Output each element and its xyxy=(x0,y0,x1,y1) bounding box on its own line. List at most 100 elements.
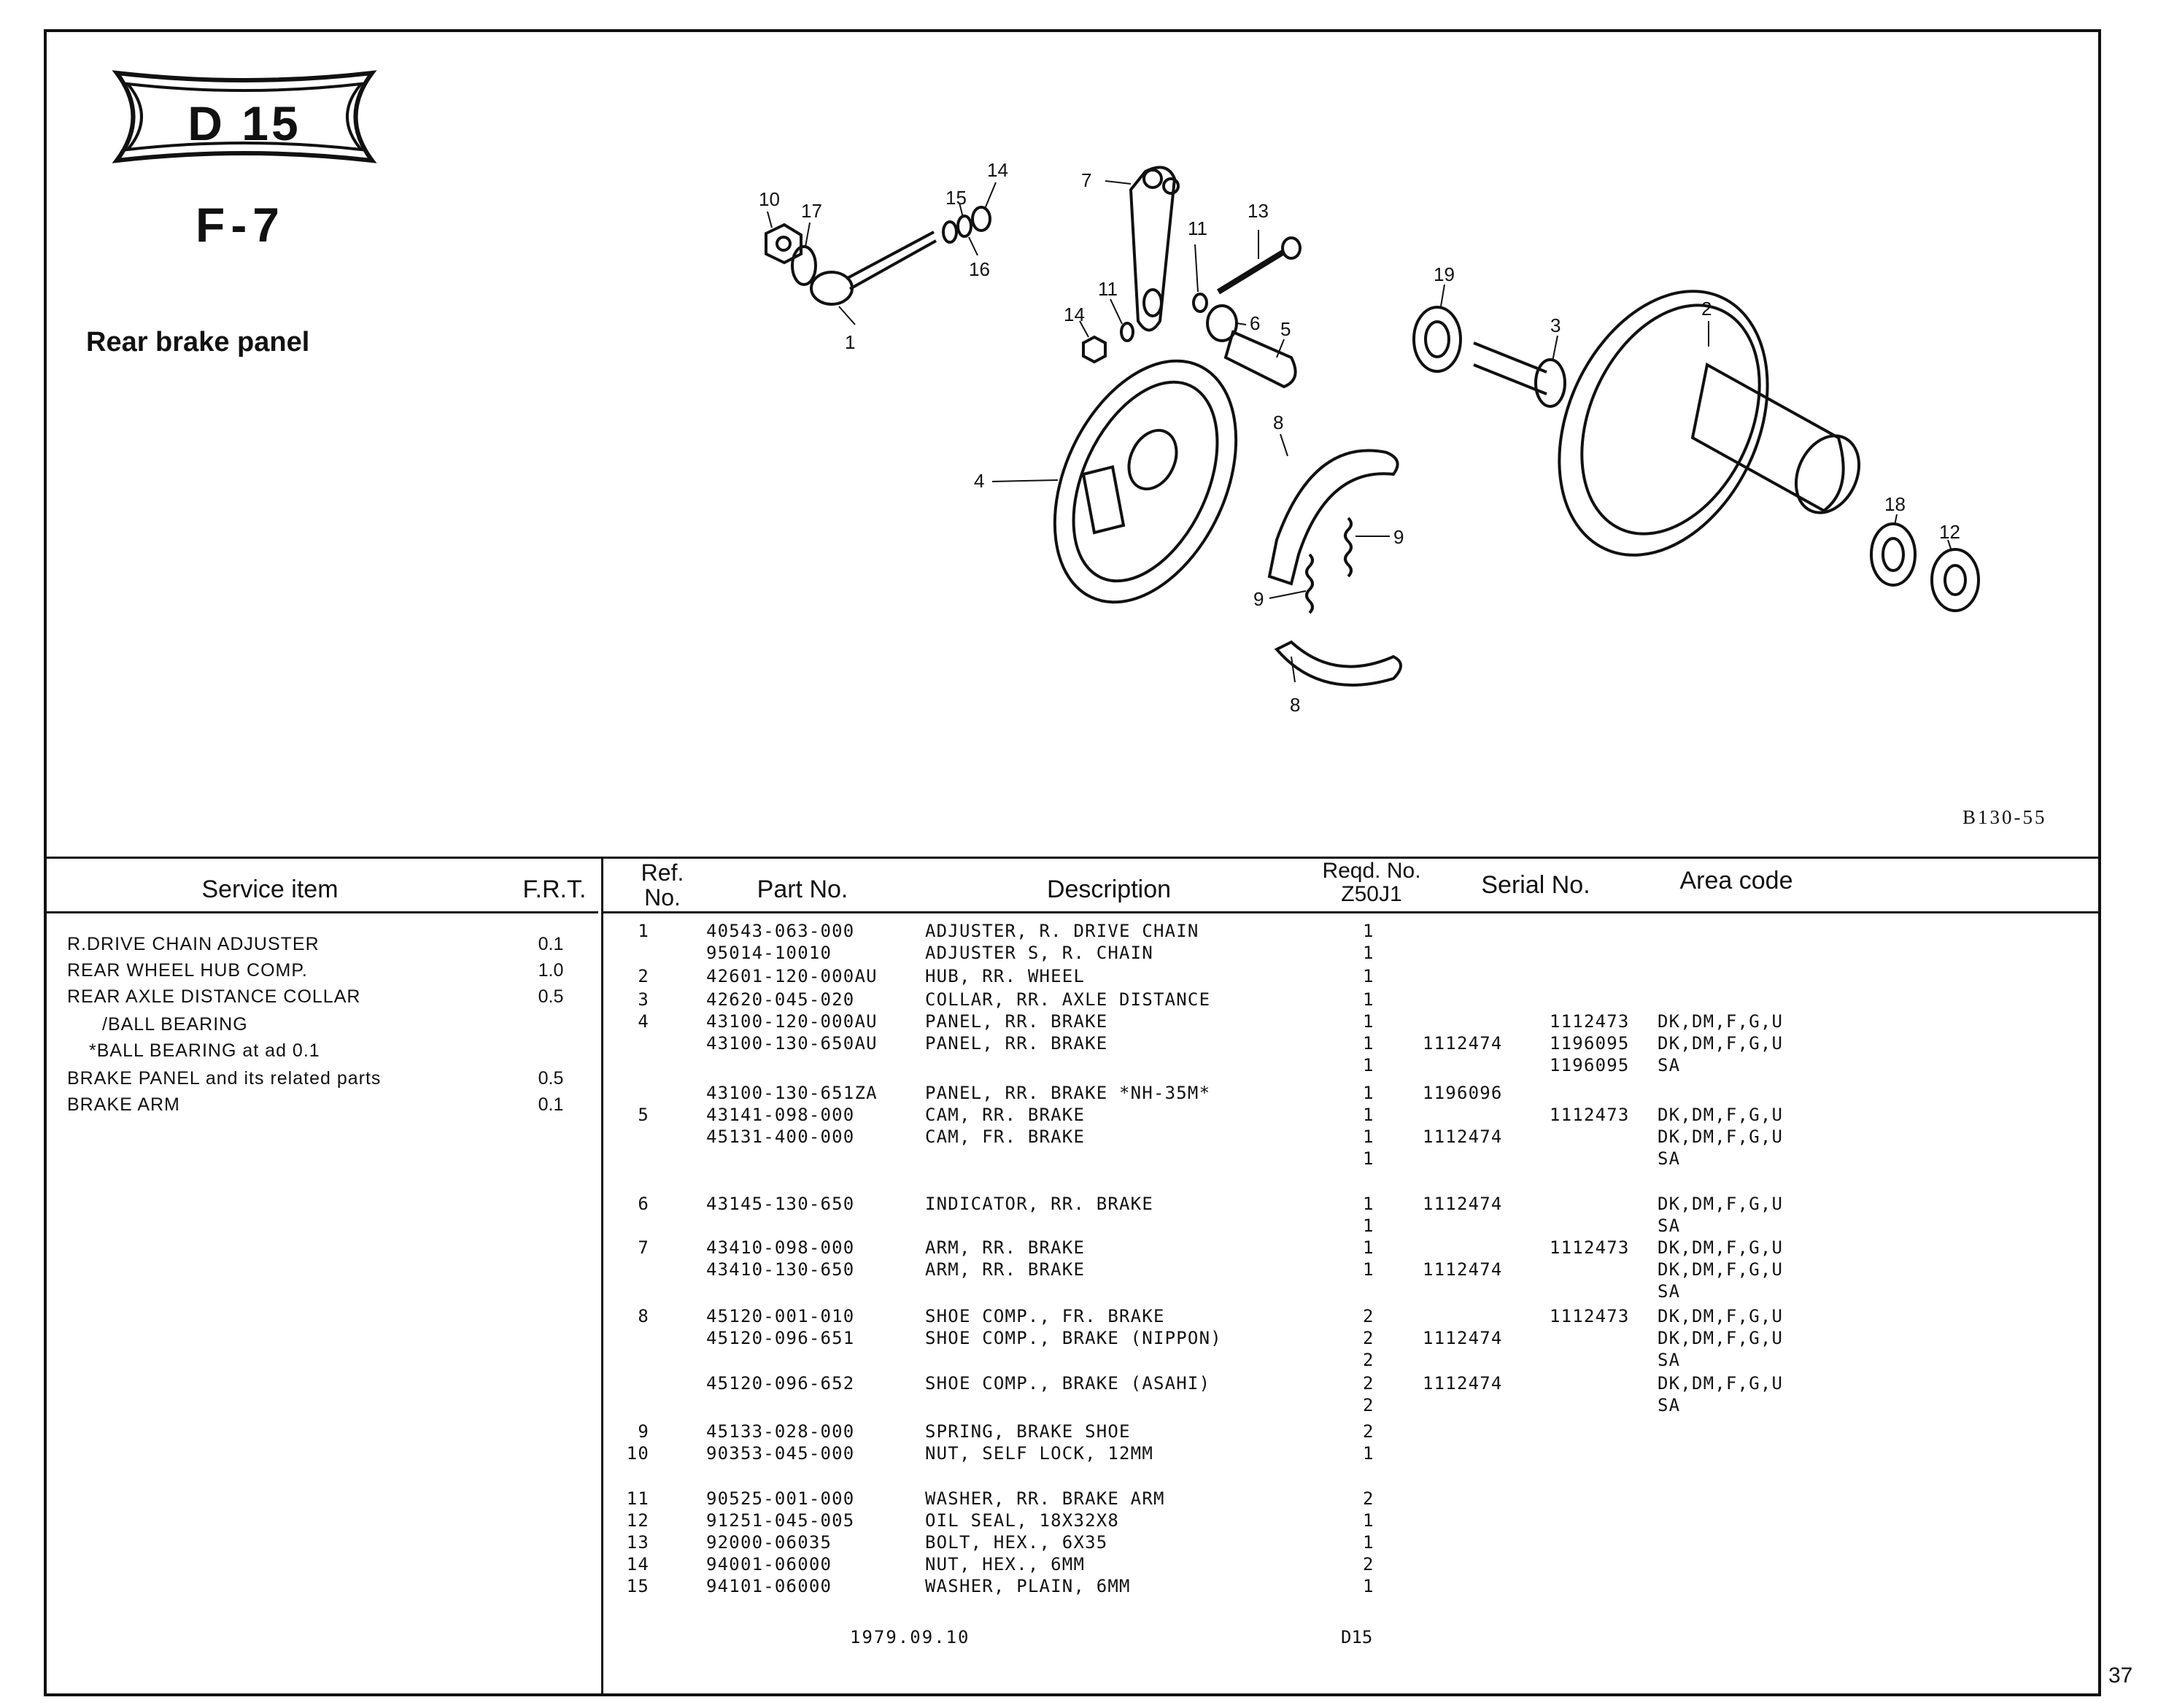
area-code: DK,DM,F,G,U xyxy=(1658,1373,1784,1394)
quantity: 1 xyxy=(1363,1576,1374,1596)
exploded-diagram: 10 17 1 15 14 16 7 11 13 11 14 6 5 4 8 9… xyxy=(759,159,1980,716)
callout-4: 4 xyxy=(974,470,984,492)
quantity: 1 xyxy=(1363,1510,1374,1531)
callout-19: 19 xyxy=(1434,263,1455,285)
service-item-label: /BALL BEARING xyxy=(102,1014,248,1035)
ref-no: 3 xyxy=(638,989,649,1010)
area-code: DK,DM,F,G,U xyxy=(1658,1105,1784,1125)
part-17-washer xyxy=(791,245,817,286)
ref-no: 15 xyxy=(626,1576,649,1596)
part-description: ARM, RR. BRAKE xyxy=(925,1237,1086,1258)
quantity: 1 xyxy=(1363,1216,1374,1236)
callout-9b: 9 xyxy=(1253,588,1264,610)
part-14-nut xyxy=(1082,335,1107,364)
figure-number: F-7 xyxy=(196,198,285,252)
callout-1: 1 xyxy=(845,331,855,353)
serial-from: 1112474 xyxy=(1423,1373,1503,1394)
quantity: 2 xyxy=(1363,1306,1374,1326)
area-code: DK,DM,F,G,U xyxy=(1658,1011,1784,1032)
header-part-no: Part No. xyxy=(757,876,848,903)
part-number: 43100-120-000AU xyxy=(706,1011,878,1032)
quantity: 1 xyxy=(1363,1237,1374,1258)
section-divider xyxy=(47,857,2098,859)
part-description: SHOE COMP., BRAKE (ASAHI) xyxy=(925,1373,1211,1394)
quantity: 1 xyxy=(1363,1105,1374,1125)
callout-18: 18 xyxy=(1884,493,1906,515)
area-code: DK,DM,F,G,U xyxy=(1658,1194,1784,1214)
part-description: COLLAR, RR. AXLE DISTANCE xyxy=(925,989,1211,1010)
part-number: 92000-06035 xyxy=(706,1532,832,1553)
header-serial-no: Serial No. xyxy=(1481,871,1590,899)
service-item-label: REAR WHEEL HUB COMP. xyxy=(67,960,308,981)
column-divider xyxy=(601,857,603,1693)
part-number: 43100-130-651ZA xyxy=(706,1083,878,1103)
part-9-spring-a xyxy=(1305,553,1314,614)
service-item-label: REAR AXLE DISTANCE COLLAR xyxy=(67,986,361,1007)
part-number: 90353-045-000 xyxy=(706,1443,855,1464)
area-code: SA xyxy=(1658,1281,1681,1302)
header-reqd-no: Reqd. No. Z50J1 xyxy=(1322,859,1421,906)
service-item-label: R.DRIVE CHAIN ADJUSTER xyxy=(67,934,320,954)
part-4-brake-panel xyxy=(1053,359,1238,604)
callout-14b: 14 xyxy=(1064,304,1085,325)
page-title: Rear brake panel xyxy=(86,327,310,358)
callout-6: 6 xyxy=(1250,312,1260,334)
part-description: BOLT, HEX., 6X35 xyxy=(925,1532,1108,1553)
ref-no: 10 xyxy=(626,1443,649,1464)
service-item-label: BRAKE ARM xyxy=(67,1094,180,1115)
ref-no: 7 xyxy=(638,1237,649,1258)
callout-2: 2 xyxy=(1701,298,1712,320)
quantity: 2 xyxy=(1363,1350,1374,1370)
quantity: 1 xyxy=(1363,989,1374,1010)
part-10-nut xyxy=(765,223,803,265)
serial-from: 1112474 xyxy=(1423,1033,1503,1054)
part-description: ARM, RR. BRAKE xyxy=(925,1259,1086,1280)
quantity: 1 xyxy=(1363,1443,1374,1464)
callout-7: 7 xyxy=(1081,169,1091,191)
ref-no: 12 xyxy=(626,1510,649,1531)
quantity: 2 xyxy=(1363,1395,1374,1415)
area-code: SA xyxy=(1658,1395,1681,1415)
ref-no: 6 xyxy=(638,1194,649,1214)
callout-3: 3 xyxy=(1550,314,1561,336)
serial-to: 1196095 xyxy=(1550,1055,1630,1075)
callout-17: 17 xyxy=(801,200,822,222)
part-2-hub xyxy=(1558,290,1769,557)
area-code: DK,DM,F,G,U xyxy=(1658,1127,1784,1147)
page-number: 37 xyxy=(2108,1663,2133,1688)
header-ref-no: Ref. No. xyxy=(641,859,684,911)
part-number: 45131-400-000 xyxy=(706,1127,855,1147)
serial-from: 1196096 xyxy=(1423,1083,1503,1103)
part-number: 90525-001-000 xyxy=(706,1488,855,1509)
part-1-adjuster xyxy=(810,271,854,306)
quantity: 1 xyxy=(1363,1083,1374,1103)
callout-13: 13 xyxy=(1248,200,1269,222)
area-code: DK,DM,F,G,U xyxy=(1658,1259,1784,1280)
illustration-code: B130-55 xyxy=(1962,806,2047,828)
serial-to: 1112473 xyxy=(1550,1011,1630,1032)
part-description: CAM, RR. BRAKE xyxy=(925,1105,1086,1125)
part-description: SPRING, BRAKE SHOE xyxy=(925,1421,1131,1442)
quantity: 2 xyxy=(1363,1554,1374,1574)
group-badge: D 15 xyxy=(98,47,390,186)
part-description: ADJUSTER, R. DRIVE CHAIN xyxy=(925,921,1199,941)
quantity: 1 xyxy=(1363,1127,1374,1147)
part-number: 94001-06000 xyxy=(706,1554,832,1574)
group-code: D 15 xyxy=(187,96,301,150)
part-description: OIL SEAL, 18X32X8 xyxy=(925,1510,1120,1531)
service-item-frt: 0.1 xyxy=(538,1094,564,1115)
part-8-brake-shoe-lower xyxy=(1274,640,1402,687)
footer-date: 1979.09.10 xyxy=(850,1627,970,1647)
header-frt: F.R.T. xyxy=(522,876,587,903)
header-divider-right xyxy=(601,911,2098,913)
service-item-label: *BALL BEARING at ad 0.1 xyxy=(89,1040,320,1061)
callout-14a: 14 xyxy=(987,159,1008,181)
area-code: DK,DM,F,G,U xyxy=(1658,1033,1784,1054)
service-item-frt: 0.1 xyxy=(538,934,564,954)
part-number: 45120-001-010 xyxy=(706,1306,855,1326)
part-number: 42601-120-000AU xyxy=(706,966,878,986)
ref-no: 4 xyxy=(638,1011,649,1032)
part-number: 94101-06000 xyxy=(706,1576,832,1596)
callout-16: 16 xyxy=(969,258,990,280)
header-divider-left xyxy=(47,911,598,913)
